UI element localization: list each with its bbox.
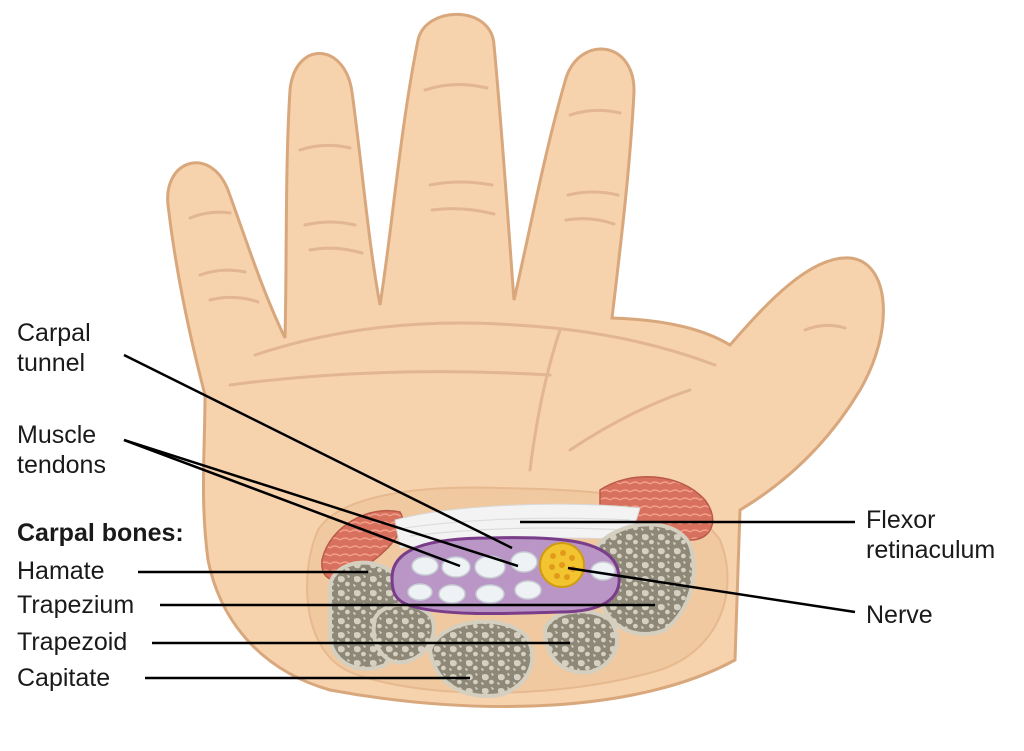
leader-nerve [567, 566, 856, 614]
label-muscle-tendons: Muscle tendons [17, 420, 106, 480]
label-muscle-tendons-line1: Muscle [17, 421, 97, 449]
label-trapezoid: Trapezoid [17, 628, 128, 656]
label-flexor-retinaculum-line1: Flexor [866, 506, 936, 534]
label-carpal-bones-heading: Carpal bones: [17, 519, 184, 547]
label-carpal-tunnel-line2: tunnel [17, 349, 86, 377]
label-carpal-tunnel-line1: Carpal [17, 319, 91, 347]
skin-creases [188, 83, 847, 472]
label-carpal-tunnel: Carpal tunnel [17, 318, 91, 378]
label-flexor-retinaculum-line2: retinaculum [866, 536, 996, 564]
muscle-tendons [407, 551, 616, 604]
label-nerve: Nerve [866, 601, 933, 629]
leader-lines [123, 353, 856, 680]
label-muscle-tendons-line2: tendons [17, 451, 106, 479]
leader-carpal-tunnel [123, 353, 513, 550]
label-capitate: Capitate [17, 664, 111, 692]
label-flexor-retinaculum: Flexor retinaculum [866, 505, 995, 565]
leader-muscle-tendons-1 [123, 438, 461, 568]
label-hamate: Hamate [17, 557, 105, 585]
leader-muscle-tendons-2 [123, 438, 519, 568]
median-nerve [539, 542, 585, 588]
label-trapezium: Trapezium [17, 591, 135, 619]
